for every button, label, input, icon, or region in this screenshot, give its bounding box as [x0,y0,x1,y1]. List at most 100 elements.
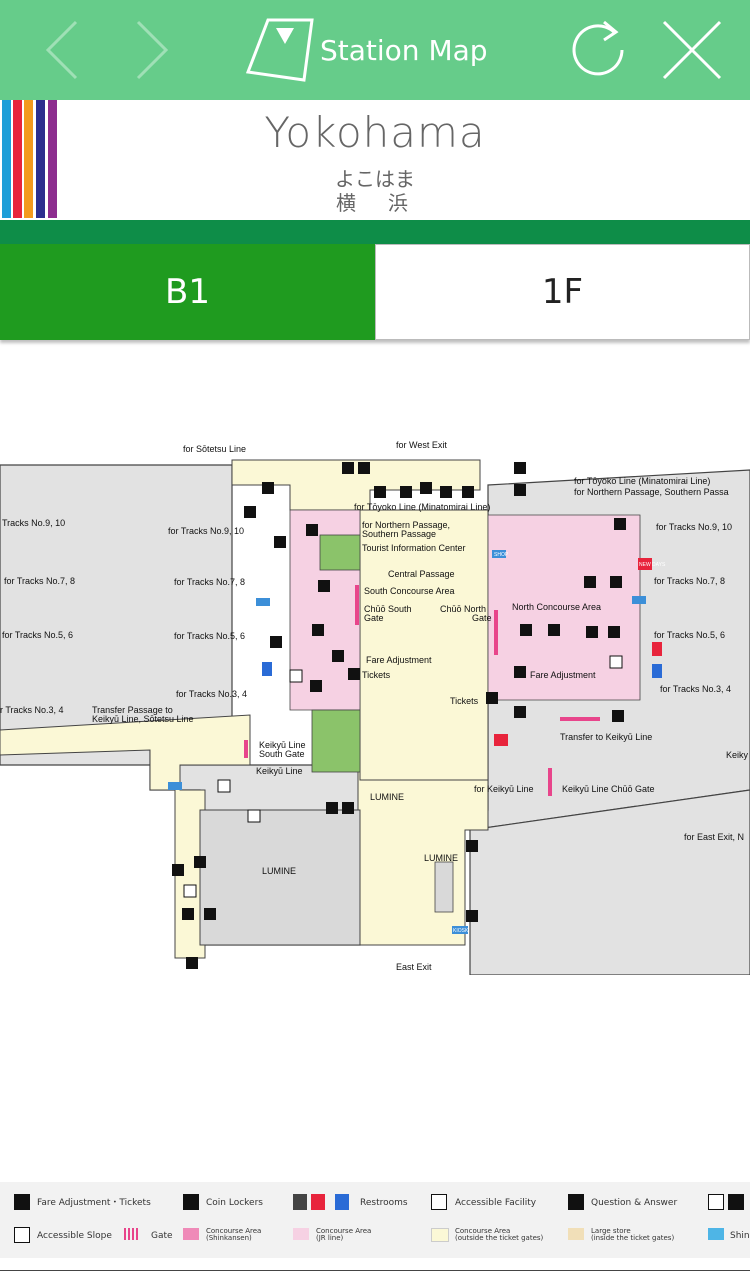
gate-marker [548,768,552,796]
tab-b1[interactable]: B1 [0,244,375,340]
facility-icon [348,668,360,680]
restroom-icon [293,1194,307,1210]
map-label-toyoko-1: for Tōyoko Line (Minatomirai Line) [574,476,710,486]
map-label-chuo-south-2: Gate [364,613,384,623]
map-legend: Fare Adjustment・Tickets Coin Lockers Res… [0,1182,750,1258]
facility-icon [608,626,620,638]
accessible-slope-icon [14,1227,30,1243]
facility-icon [586,626,598,638]
map-label-for-keikyu: for Keikyū Line [474,784,534,794]
close-icon[interactable] [652,10,732,90]
map-label-transfer-keikyu: Transfer to Keikyū Line [560,732,652,742]
facility-icon [270,636,282,648]
map-label-northern-passage-2: Southern Passage [362,529,436,539]
header-divider [0,220,750,244]
legend-label: Large store [591,1227,631,1235]
accessible-icon [217,779,231,793]
facility-icon [186,957,198,969]
facility-icon [400,486,412,498]
station-name-kana: よこはま [335,167,415,191]
yellow-block-center [359,509,489,781]
gate-marker [494,610,498,655]
map-label-keikyu-south-gate-1: Keikyū Line [259,740,306,750]
map-label-east-exit-north: for East Exit, N [684,832,744,842]
line-color-stripes [0,100,60,218]
map-label-tracks56-center: for Tracks No.5, 6 [174,631,245,641]
locker-icon [728,1194,744,1210]
map-label-keikyu-line: Keikyū Line [256,766,303,776]
facility-icon [610,576,622,588]
newdays-badge [494,734,508,746]
map-label-lumine-1: LUMINE [370,792,404,802]
legend-sublabel: (JR line) [316,1234,344,1242]
coin-locker-icon [183,1194,199,1210]
map-label-east-exit: East Exit [396,962,432,972]
lumine-room [199,809,361,946]
kiosk-badge [452,926,468,934]
map-label-north-concourse: North Concourse Area [512,602,601,612]
facility-icon [374,486,386,498]
back-arrow-icon[interactable] [36,10,116,90]
map-label-tracks34-right: for Tracks No.3, 4 [660,684,731,694]
large-store-swatch [568,1228,584,1240]
shop-badge [168,782,182,790]
map-label-tracks34-center: for Tracks No.3, 4 [176,689,247,699]
legend-row: Fare Adjustment・Tickets Coin Lockers Res… [0,1184,750,1220]
accessible-icon [609,655,623,669]
restroom-men-icon [335,1194,349,1210]
facility-icon [462,486,474,498]
map-label-central-passage: Central Passage [388,569,455,579]
facility-icon [262,482,274,494]
legend-label: Concourse Area [316,1227,372,1235]
fare-adjustment-icon [14,1194,30,1210]
legend-label: Restrooms [360,1198,408,1208]
facility-icon [584,576,596,588]
bottom-divider [0,1270,750,1271]
facility-icon [358,462,370,474]
shop-block [434,861,454,913]
facility-icon [612,710,624,722]
legend-row: Accessible Slope Gate Concourse Area (Sh… [0,1220,750,1256]
facility-icon [306,524,318,536]
map-label-chuo-north-2: Gate [472,613,492,623]
map-label-tracks56-right: for Tracks No.5, 6 [654,630,725,640]
facility-icon [466,910,478,922]
legend-label: Shin [730,1231,750,1241]
facility-icon [326,802,338,814]
forward-arrow-icon[interactable] [118,10,198,90]
facility-icon [310,680,322,692]
map-label-tracks910-left: Tracks No.9, 10 [2,518,65,528]
accessible-icon [289,669,303,683]
legend-sublabel: (Shinkansen) [206,1234,252,1242]
station-floor-map[interactable]: for Sōtetsu Line for West Exit for Tōyok… [0,430,750,975]
south-east-building [469,789,750,975]
map-label-fare-adjustment-right: Fare Adjustment [530,670,596,680]
shop-badge-label: SHOP [494,552,509,558]
map-label-tracks78-right: for Tracks No.7, 8 [654,576,725,586]
facility-icon [514,666,526,678]
tab-1f[interactable]: 1F [375,244,750,340]
map-label-tourist-info: Tourist Information Center [362,543,466,553]
green-room-south [311,709,361,773]
facility-icon [274,536,286,548]
map-label-lumine-3: LUMINE [262,866,296,876]
station-name-english: Yokohama [264,108,486,157]
facility-icon [514,706,526,718]
map-label-chuo-north-1: Chūō North [440,604,486,614]
map-label-tickets-center: Tickets [362,670,391,680]
newdays-badge-label: NEW DAYS [639,562,666,568]
facility-icon [318,580,330,592]
map-label-west-exit: for West Exit [396,440,447,450]
legend-label: Concourse Area [206,1227,262,1235]
station-name-kanji: 横 浜 [336,191,414,215]
outside-gates-concourse-swatch [431,1228,449,1242]
gate-marker [355,585,359,625]
facility-icon [204,908,216,920]
facility-icon [342,462,354,474]
map-label-toyoko-2: for Northern Passage, Southern Passa [574,487,729,497]
map-label-transfer-passage-1: Transfer Passage to [92,705,173,715]
refresh-icon[interactable] [560,10,640,90]
restroom-icon [652,642,662,656]
map-label-south-concourse: South Concourse Area [364,586,455,596]
map-label-tracks78-center: for Tracks No.7, 8 [174,577,245,587]
